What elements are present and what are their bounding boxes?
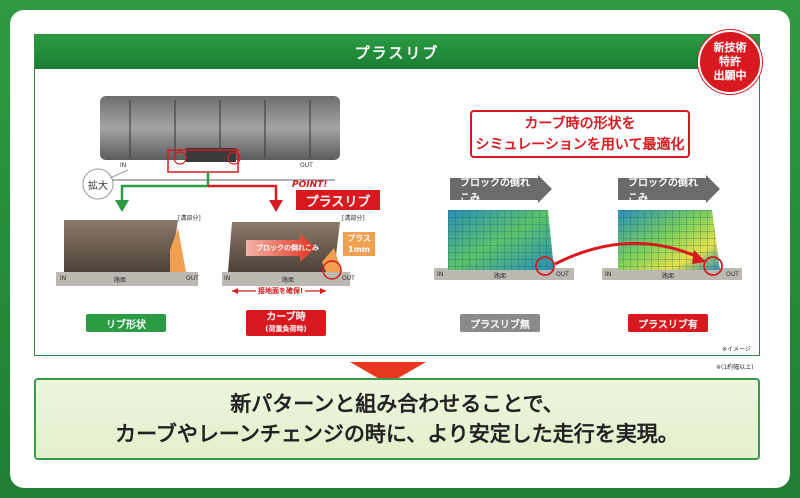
point-label: POINT! [292, 180, 328, 190]
simulation-callout: カーブ時の形状を シミュレーションを用いて最適化 [470, 110, 690, 158]
tire-out-label: OUT [300, 162, 313, 169]
plus-1mm-tag: プラス 1mm [343, 232, 375, 256]
road-out-left: OUT [186, 275, 199, 282]
block-tilt-label: ブロックの倒れこみ [256, 244, 319, 252]
curve-pill: カーブ時 (荷重負荷時) [246, 310, 326, 336]
curve-sub-label: (荷重負荷時) [265, 325, 307, 333]
image-note: ※イメージ [722, 346, 751, 353]
rib-block-normal [64, 220, 178, 272]
patent-badge: 新技術 特許 出願中 [698, 30, 762, 94]
size-note: ※(1約幅以上) [716, 364, 754, 371]
summary-line-2: カーブやレーンチェンジの時に、より安定した走行を実現。 [115, 422, 679, 446]
road-out-right: OUT [342, 275, 355, 282]
road-mid-right: 路面 [282, 277, 295, 284]
road-in-left: IN [60, 275, 67, 282]
plus-note: プラス [347, 234, 371, 243]
page-number: 07 [770, 478, 782, 487]
road-in-right: IN [224, 275, 231, 282]
groove-note-right: [溝部分] [342, 215, 365, 222]
sim-in-b: IN [605, 271, 612, 278]
sim-out-b: OUT [726, 271, 739, 278]
tire-in-label: IN [120, 162, 127, 169]
badge-line-2: 特許 [719, 55, 741, 68]
summary-line-1: 新パターンと組み合わせることで、 [230, 392, 564, 416]
plus-rib-tag: プラスリブ [296, 190, 380, 210]
tilt-arrow-a: ブロックの倒れこみ [450, 175, 552, 204]
sim-out-a: OUT [556, 271, 569, 278]
sim-mid-b: 路面 [662, 273, 675, 280]
groove-note-left: [溝部分] [178, 215, 201, 222]
tilt-arrow-b: ブロックの倒れこみ [618, 175, 720, 204]
plus-mm: 1mm [347, 245, 371, 254]
panel-title: プラスリブ [35, 35, 759, 69]
block-tilt-arrow [246, 234, 316, 262]
badge-line-1: 新技術 [713, 41, 747, 54]
curve-label: カーブ時 [266, 312, 306, 323]
contact-area-label: 接地面を確保! [256, 286, 306, 296]
rib-shape-pill: リブ形状 [86, 314, 166, 332]
without-plus-rib-pill: プラスリブ無 [460, 314, 540, 332]
road-mid-left: 路面 [114, 277, 127, 284]
sim-mid-a: 路面 [494, 273, 507, 280]
sim-in-a: IN [437, 271, 444, 278]
sim-line-2: シミュレーションを用いて最適化 [475, 137, 685, 153]
summary-box: 新パターンと組み合わせることで、 カーブやレーンチェンジの時に、より安定した走行… [34, 378, 760, 460]
with-plus-rib-pill: プラスリブ有 [628, 314, 708, 332]
zoom-label: 拡大 [88, 181, 108, 192]
sim-line-1: カーブ時の形状を [524, 116, 636, 132]
badge-line-3: 出願中 [713, 69, 747, 82]
